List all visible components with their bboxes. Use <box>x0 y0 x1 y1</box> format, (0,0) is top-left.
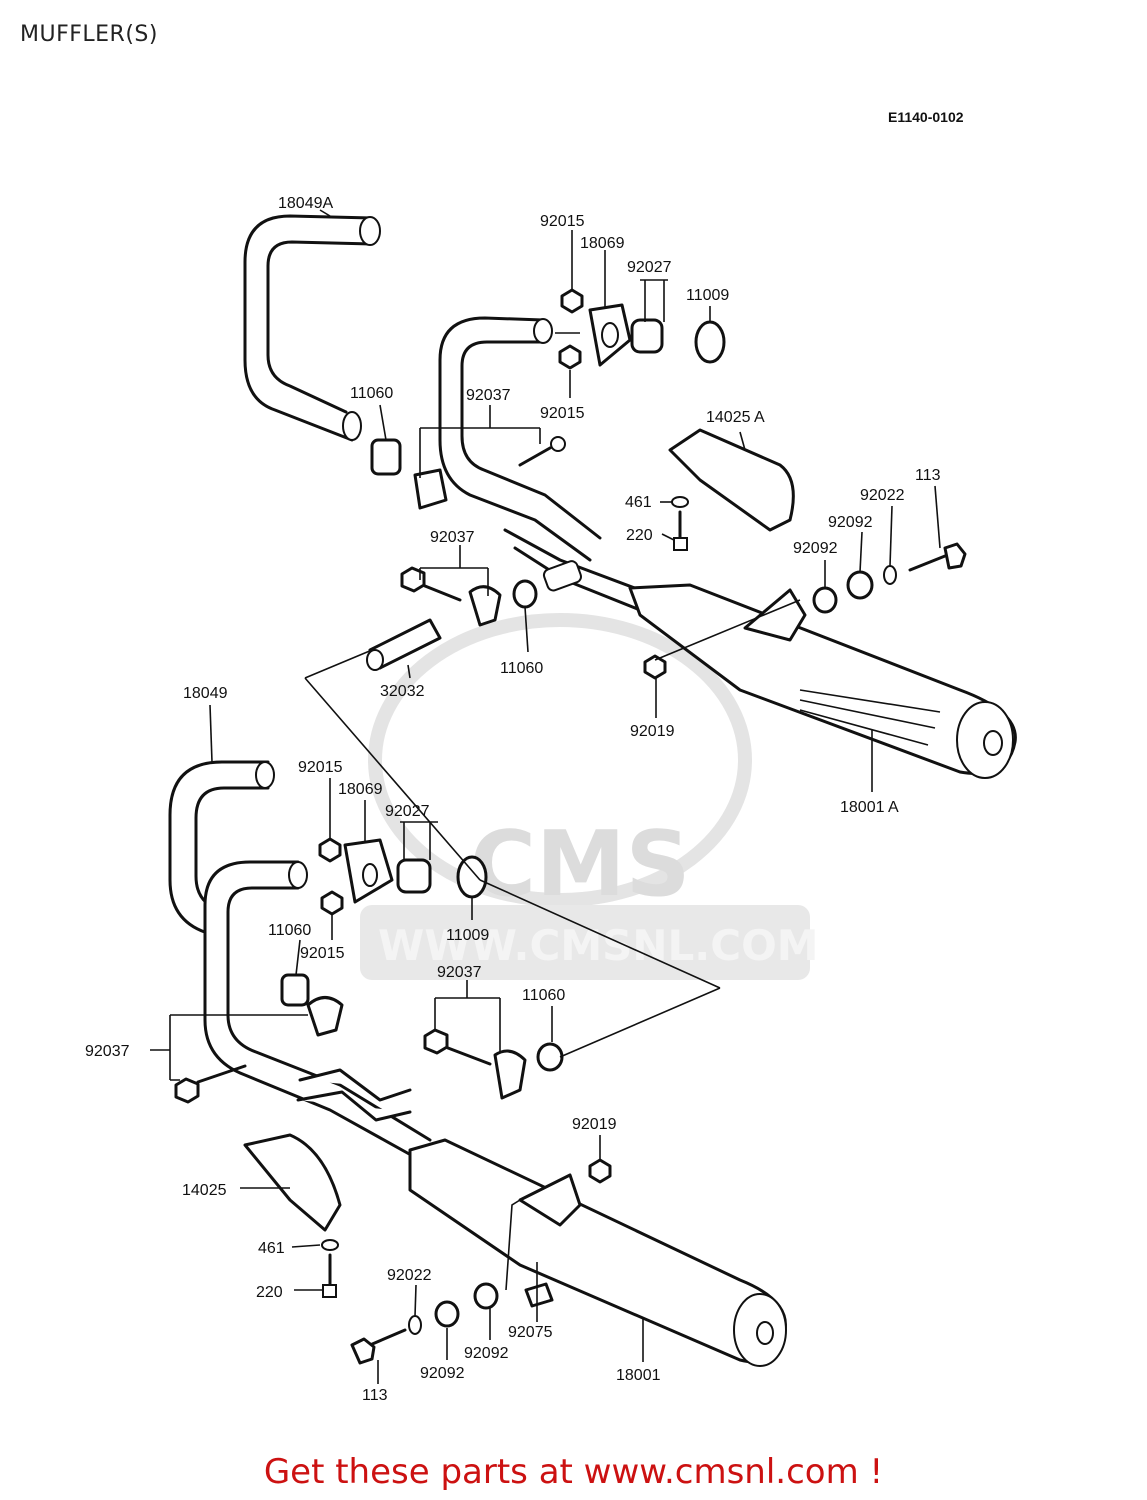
part-label-11060[interactable]: 11060 <box>522 987 565 1004</box>
part-label-92092[interactable]: 92092 <box>420 1365 465 1382</box>
part-label-18069[interactable]: 18069 <box>338 781 383 798</box>
part-label-113[interactable]: 113 <box>915 467 941 484</box>
part-label-18069[interactable]: 18069 <box>580 235 625 252</box>
heat-guard-14025 <box>243 1133 342 1232</box>
footer-link[interactable]: Get these parts at www.cmsnl.com ! <box>263 1452 884 1492</box>
part-label-14025[interactable]: 14025 <box>182 1182 227 1199</box>
part-label-18049a[interactable]: 18049A <box>278 195 333 212</box>
part-label-92015[interactable]: 92015 <box>300 945 345 962</box>
lower-muffler-assembly <box>168 760 787 1367</box>
part-label-92075[interactable]: 92075 <box>508 1324 553 1341</box>
part-labels: E1140-0102 18049A 92015 18069 92027 1100… <box>85 109 964 1404</box>
cmsnl-watermark: CMS WWW.CMSNL.COM <box>360 613 819 980</box>
part-label-92027[interactable]: 92027 <box>627 259 672 276</box>
part-label-220[interactable]: 220 <box>626 527 653 544</box>
part-label-92092[interactable]: 92092 <box>793 540 838 557</box>
part-label-92092[interactable]: 92092 <box>464 1345 509 1362</box>
part-label-92015[interactable]: 92015 <box>540 405 585 422</box>
heat-guard-14025a <box>668 428 795 532</box>
part-label-92019[interactable]: 92019 <box>572 1116 617 1133</box>
part-label-18001a[interactable]: 18001 A <box>840 799 899 816</box>
part-label-113[interactable]: 113 <box>362 1387 388 1404</box>
part-label-18049[interactable]: 18049 <box>183 685 228 702</box>
watermark-url: WWW.CMSNL.COM <box>378 921 819 970</box>
part-label-92027[interactable]: 92027 <box>385 803 430 820</box>
part-label-92022[interactable]: 92022 <box>387 1267 432 1284</box>
part-label-92015[interactable]: 92015 <box>298 759 343 776</box>
upper-muffler-assembly <box>243 214 1017 779</box>
page-title: MUFFLER(S) <box>20 22 158 47</box>
part-label-92022[interactable]: 92022 <box>860 487 905 504</box>
part-label-11060[interactable]: 11060 <box>500 660 543 677</box>
part-label-220[interactable]: 220 <box>256 1284 283 1301</box>
part-label-92037[interactable]: 92037 <box>437 964 482 981</box>
part-label-92015[interactable]: 92015 <box>540 213 585 230</box>
part-label-92037[interactable]: 92037 <box>466 387 511 404</box>
part-label-92037[interactable]: 92037 <box>430 529 475 546</box>
leader-lines <box>150 209 941 1384</box>
part-label-18001[interactable]: 18001 <box>616 1367 661 1384</box>
muffler-18001a <box>628 583 1017 775</box>
part-label-461[interactable]: 461 <box>258 1240 285 1257</box>
part-label-14025a[interactable]: 14025 A <box>706 409 765 426</box>
part-label-461[interactable]: 461 <box>625 494 652 511</box>
part-label-92092[interactable]: 92092 <box>828 514 873 531</box>
part-label-11060[interactable]: 11060 <box>350 385 393 402</box>
part-label-11009[interactable]: 11009 <box>446 927 489 944</box>
part-label-11060[interactable]: 11060 <box>268 922 311 939</box>
part-label-32032[interactable]: 32032 <box>380 683 425 700</box>
diagram-ref: E1140-0102 <box>888 109 964 125</box>
watermark-brand: CMS <box>470 812 690 917</box>
part-label-11009[interactable]: 11009 <box>686 287 729 304</box>
part-label-92019[interactable]: 92019 <box>630 723 675 740</box>
part-label-92037[interactable]: 92037 <box>85 1043 130 1060</box>
